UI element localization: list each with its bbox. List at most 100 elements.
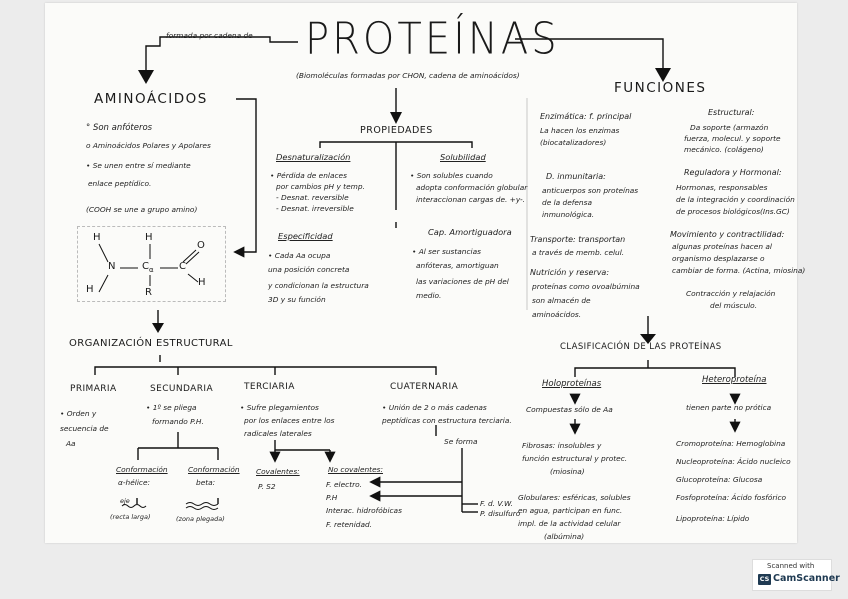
propiedades-title: PROPIEDADES bbox=[360, 125, 433, 136]
formula-h1: H bbox=[93, 232, 101, 243]
inmunitaria-line-3: inmunológica. bbox=[542, 210, 595, 219]
inmunitaria-line-1: anticuerpos son proteínas bbox=[542, 186, 639, 195]
holoproteinas-line: Compuestas sólo de Aa bbox=[526, 405, 613, 414]
amortiguadora-title: Cap. Amortiguadora bbox=[428, 227, 512, 237]
especificidad-title: Especificidad bbox=[278, 231, 333, 241]
amortiguadora-line-4: medio. bbox=[416, 291, 442, 300]
no-covalentes-line-4: F. retenidad. bbox=[326, 520, 373, 529]
secundaria-line-1: • 1º se pliega bbox=[146, 403, 197, 412]
fibrosas-line-1: Fibrosas: insolubles y bbox=[522, 441, 602, 450]
terciaria-title: TERCIARIA bbox=[244, 382, 295, 392]
aminoacidos-item-1: ° Son anfóteros bbox=[86, 123, 153, 133]
page-title: PROTEÍNAS bbox=[305, 14, 560, 65]
formula-c: C bbox=[179, 261, 186, 272]
inmunitaria-title: D. inmunitaria: bbox=[546, 172, 606, 181]
heteroproteina-item-5: Lipoproteína: Lípido bbox=[676, 514, 750, 523]
heteroproteina-title: Heteroproteína bbox=[702, 375, 767, 385]
holoproteinas-title: Holoproteínas bbox=[542, 379, 602, 389]
movimiento-line-3: cambiar de forma. (Actina, miosina) bbox=[672, 266, 806, 275]
primaria-line-2: secuencia de bbox=[60, 424, 109, 433]
aminoacidos-item-4: enlace peptídico. bbox=[88, 179, 152, 188]
terciaria-line-3: radicales laterales bbox=[244, 429, 312, 438]
desnaturalizacion-line-2: por cambios pH y temp. bbox=[276, 182, 365, 191]
formula-dashed-box bbox=[77, 226, 226, 302]
beta-title-2: beta: bbox=[196, 478, 216, 487]
transporte-title: Transporte: transportan bbox=[530, 235, 626, 244]
especificidad-line-2: una posición concreta bbox=[268, 265, 350, 274]
watermark-top-text: Scanned with bbox=[767, 562, 815, 570]
formula-c-alpha: Cα bbox=[142, 261, 154, 274]
enzimatica-line-2: (biocatalizadores) bbox=[540, 138, 607, 147]
cuaternaria-line-1: • Unión de 2 o más cadenas bbox=[382, 403, 487, 412]
aminoacidos-title: AMINOÁCIDOS bbox=[94, 91, 208, 107]
helice-title-1: Conformación bbox=[116, 465, 168, 474]
nutricion-title: Nutrición y reserva: bbox=[530, 268, 610, 277]
movimiento-line-4: Contracción y relajación bbox=[686, 289, 776, 298]
desnaturalizacion-line-1: • Pérdida de enlaces bbox=[270, 171, 347, 180]
movimiento-line-2: organismo desplazarse o bbox=[672, 254, 765, 263]
nutricion-line-2: son almacén de bbox=[532, 296, 591, 305]
aminoacidos-note: (COOH se une a grupo amino) bbox=[86, 205, 198, 214]
enzimatica-title: Enzimática: f. principal bbox=[540, 112, 632, 121]
reguladora-title: Reguladora y Hormonal: bbox=[684, 168, 782, 177]
movimiento-line-1: algunas proteínas hacen al bbox=[672, 242, 772, 251]
helice-note-2: (recta larga) bbox=[110, 513, 151, 521]
organizacion-title: ORGANIZACIÓN ESTRUCTURAL bbox=[69, 338, 233, 349]
solubilidad-line-1: • Son solubles cuando bbox=[410, 171, 493, 180]
clasificacion-title: CLASIFICACIÓN DE LAS PROTEÍNAS bbox=[560, 342, 722, 352]
cuaternaria-side-item-1: F. d. V.W. bbox=[480, 499, 513, 508]
page-subtitle: (Biomoléculas formadas por CHON, cadena … bbox=[296, 71, 520, 80]
solubilidad-line-2: adopta conformación globular bbox=[416, 183, 528, 192]
reguladora-line-3: de procesos biológicos(Ins.GC) bbox=[676, 207, 790, 216]
nutricion-line-1: proteínas como ovoalbúmina bbox=[532, 282, 640, 291]
globulares-line-4: (albúmina) bbox=[544, 532, 585, 541]
cuaternaria-side-top: Se forma bbox=[444, 437, 478, 446]
no-covalentes-title: No covalentes: bbox=[328, 465, 383, 474]
terciaria-line-2: por los enlaces entre los bbox=[244, 416, 335, 425]
beta-title-1: Conformación bbox=[188, 465, 240, 474]
secundaria-title: SECUNDARIA bbox=[150, 384, 213, 394]
estructural-title: Estructural: bbox=[708, 108, 755, 117]
heteroproteina-item-3: Glucoproteína: Glucosa bbox=[676, 475, 763, 484]
globulares-line-1: Globulares: esféricas, solubles bbox=[518, 493, 631, 502]
helice-title-2: α-hélice: bbox=[118, 478, 150, 487]
inmunitaria-line-2: de la defensa bbox=[542, 198, 592, 207]
movimiento-title: Movimiento y contractilidad: bbox=[670, 230, 785, 239]
covalentes-line-1: P. S2 bbox=[258, 482, 276, 491]
movimiento-line-5: del músculo. bbox=[710, 301, 758, 310]
estructural-line-3: mecánico. (colágeno) bbox=[684, 145, 764, 154]
especificidad-line-1: • Cada Aa ocupa bbox=[268, 251, 331, 260]
formula-n: N bbox=[108, 261, 116, 272]
camscanner-watermark: Scanned with CS CamScanner bbox=[752, 559, 840, 591]
transporte-line-1: a través de memb. celul. bbox=[532, 248, 625, 257]
enzimatica-line-1: La hacen los enzimas bbox=[540, 126, 620, 135]
watermark-brand-name: CamScanner bbox=[773, 573, 840, 584]
helice-note-1: eje bbox=[120, 497, 130, 505]
fibrosas-line-3: (miosina) bbox=[550, 467, 585, 476]
covalentes-title: Covalentes: bbox=[256, 467, 300, 476]
desnaturalizacion-line-4: - Desnat. irreversible bbox=[276, 204, 354, 213]
formula-o: O bbox=[197, 240, 205, 251]
secundaria-line-2: formando P.H. bbox=[152, 417, 204, 426]
funciones-title: FUNCIONES bbox=[614, 80, 707, 96]
aminoacidos-item-2: o Aminoácidos Polares y Apolares bbox=[86, 141, 211, 150]
paper-sheet bbox=[45, 3, 797, 543]
solubilidad-line-3: interaccionan cargas de. +y-. bbox=[416, 195, 526, 204]
cuaternaria-line-2: peptídicas con estructura terciaria. bbox=[382, 416, 512, 425]
no-covalentes-line-2: P.H bbox=[326, 493, 338, 502]
cuaternaria-side-item-2: P. disulfuro bbox=[480, 509, 521, 518]
no-covalentes-line-1: F. electro. bbox=[326, 480, 363, 489]
globulares-line-2: en agua, participan en func. bbox=[518, 506, 623, 515]
cuaternaria-title: CUATERNARIA bbox=[390, 382, 459, 392]
beta-note-1: (zona plegada) bbox=[176, 515, 225, 523]
especificidad-line-3: y condicionan la estructura bbox=[268, 281, 369, 290]
heteroproteina-item-1: Cromoproteína: Hemoglobina bbox=[676, 439, 786, 448]
amortiguadora-line-2: anfóteras, amortiguan bbox=[416, 261, 499, 270]
no-covalentes-line-3: Interac. hidrofóbicas bbox=[326, 506, 402, 515]
fibrosas-line-2: función estructural y protec. bbox=[522, 454, 628, 463]
estructural-line-1: Da soporte (armazón bbox=[690, 123, 769, 132]
desnaturalizacion-title: Desnaturalización bbox=[276, 152, 351, 162]
camscanner-logo-icon: CS bbox=[758, 574, 771, 585]
formula-h3: H bbox=[198, 277, 206, 288]
heteroproteina-item-2: Nucleoproteína: Ácido nucleico bbox=[676, 457, 791, 466]
